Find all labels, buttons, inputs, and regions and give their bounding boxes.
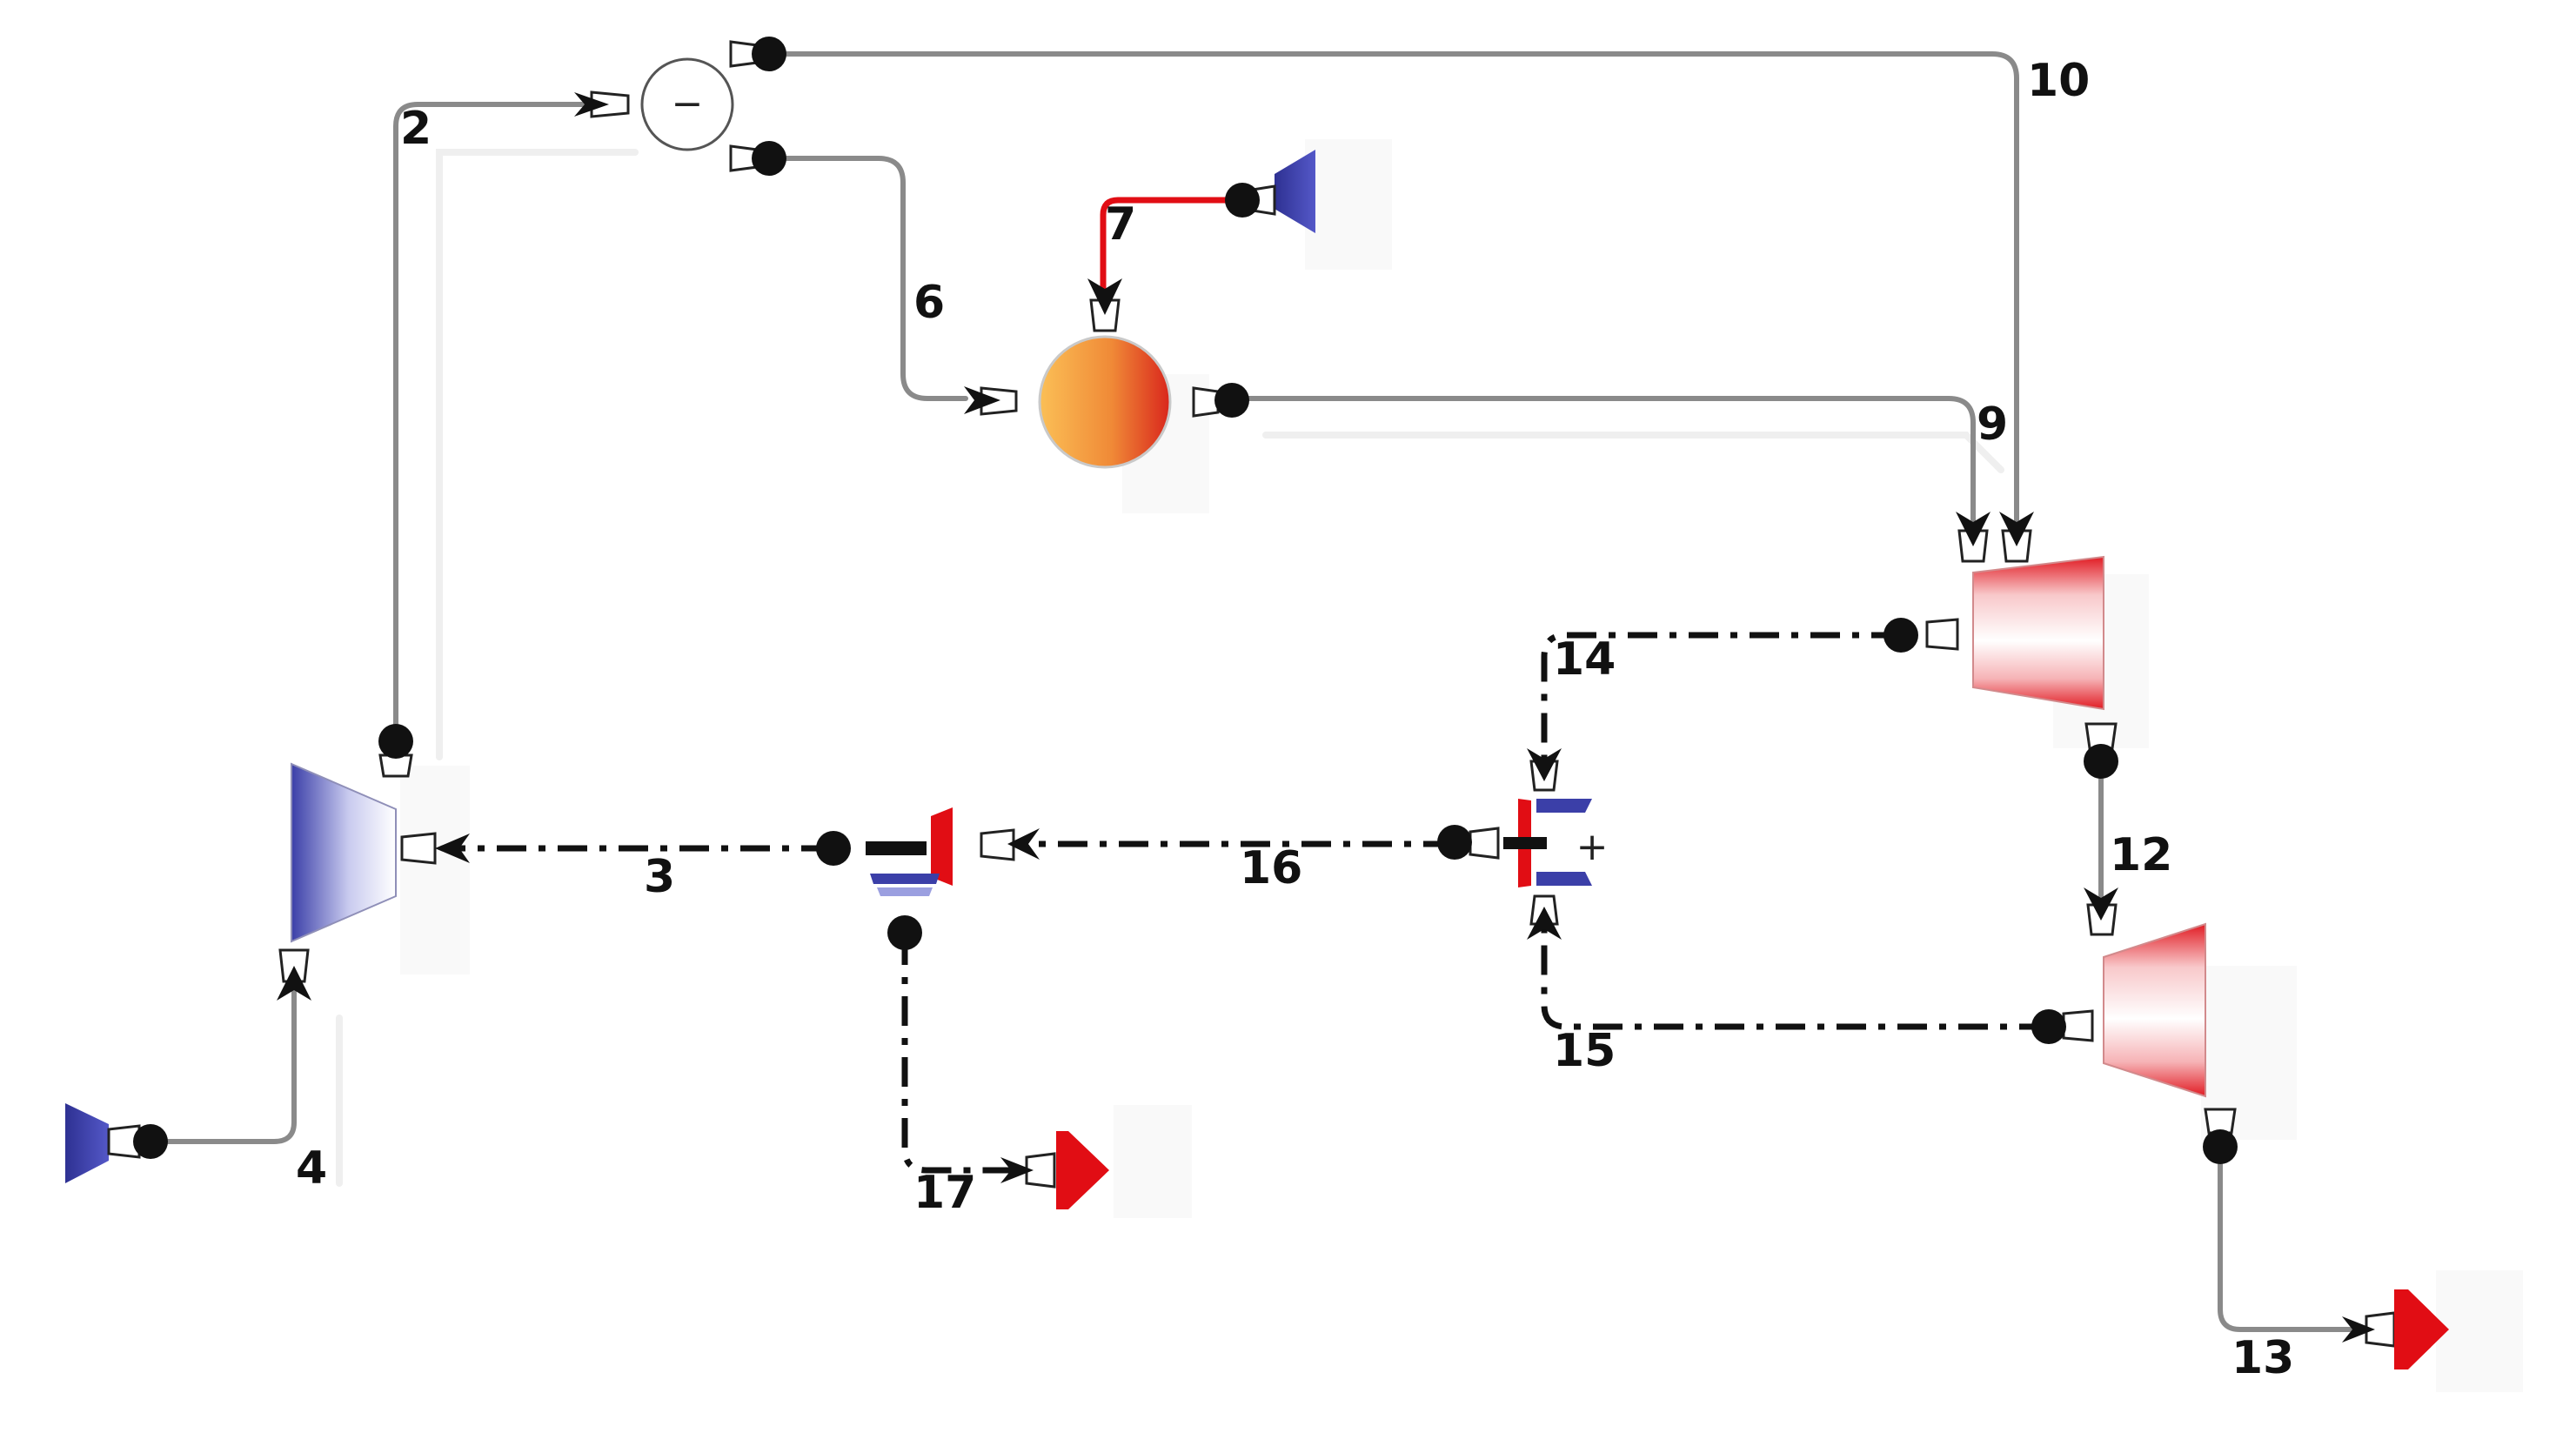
stream-13[interactable] (2218, 1144, 2369, 1332)
generator-shaft-out-port[interactable] (816, 831, 851, 866)
stream-10[interactable] (763, 51, 2019, 525)
turbine-hp[interactable] (1883, 512, 2118, 779)
stream-labels: 2 10 7 6 9 14 12 3 16 15 4 17 13 (296, 55, 2294, 1384)
label-stream-7: 7 (1105, 198, 1136, 251)
block-shadows (400, 139, 2523, 1392)
generator[interactable] (816, 807, 1040, 950)
power-bus-sign: + (1576, 825, 1609, 869)
splitter-inlet-port[interactable] (574, 90, 630, 118)
stream-6[interactable] (763, 156, 968, 401)
compressor-inlet-port[interactable] (277, 948, 311, 1001)
turbine-hp-inlet-port-10[interactable] (1999, 512, 2034, 563)
compressor[interactable] (277, 724, 470, 1001)
label-stream-9: 9 (1977, 398, 2008, 451)
label-stream-3: 3 (644, 851, 675, 903)
power-sink[interactable] (1000, 1131, 1109, 1209)
label-stream-16: 16 (1240, 842, 1302, 894)
combustion-chamber[interactable] (964, 278, 1249, 469)
splitter-outlet-port-bottom[interactable] (729, 141, 786, 176)
combustion-chamber-outlet-port[interactable] (1192, 383, 1249, 418)
splitter-outlet-port-top[interactable] (729, 37, 786, 71)
stream-4[interactable] (150, 981, 297, 1144)
compressor-outlet-port[interactable] (378, 724, 413, 778)
label-stream-17: 17 (913, 1167, 976, 1219)
turbine-hp-shaft-port[interactable] (1883, 618, 1959, 653)
splitter-sign: − (672, 82, 704, 126)
splitter[interactable]: − (574, 37, 786, 176)
power-bus-out-port[interactable] (1437, 825, 1500, 860)
label-stream-10: 10 (2027, 55, 2090, 107)
generator-loss-port[interactable] (887, 915, 922, 950)
turbine-hp-inlet-port-9[interactable] (1956, 512, 1991, 563)
turbine-lp[interactable] (2031, 887, 2238, 1164)
power-bus-in-port-bottom[interactable] (1527, 894, 1562, 940)
label-stream-4: 4 (296, 1142, 327, 1195)
stream-17[interactable] (901, 935, 1027, 1174)
material-streams (150, 51, 2369, 1332)
stream-2[interactable] (393, 102, 603, 742)
turbine-lp-inlet-port[interactable] (2084, 887, 2118, 936)
combustion-chamber-inlet-port[interactable] (964, 386, 1018, 416)
generator-power-in-port[interactable] (980, 828, 1040, 861)
label-stream-14: 14 (1553, 633, 1616, 686)
fuel-source[interactable] (1225, 150, 1315, 233)
energy-streams (448, 632, 2049, 1174)
label-stream-15: 15 (1553, 1025, 1616, 1077)
label-stream-12: 12 (2110, 829, 2172, 881)
label-stream-13: 13 (2231, 1332, 2294, 1384)
label-stream-6: 6 (913, 277, 945, 329)
power-bus-in-port-top[interactable] (1527, 748, 1562, 792)
power-bus[interactable]: + (1437, 748, 1608, 940)
label-stream-2: 2 (400, 103, 432, 155)
combustion-chamber-fuel-port[interactable] (1087, 278, 1122, 332)
turbine-hp-outlet-port[interactable] (2084, 722, 2118, 779)
stream-14[interactable] (1541, 632, 1901, 774)
stream-9[interactable] (1233, 396, 1976, 525)
air-source[interactable] (65, 1103, 168, 1183)
stream-7[interactable] (1100, 197, 1239, 299)
exhaust-sink[interactable] (2342, 1289, 2449, 1369)
turbine-lp-outlet-port[interactable] (2203, 1108, 2238, 1164)
compressor-shaft-port[interactable] (400, 832, 470, 865)
stream-15[interactable] (1541, 922, 2049, 1030)
turbine-lp-shaft-port[interactable] (2031, 1009, 2094, 1044)
